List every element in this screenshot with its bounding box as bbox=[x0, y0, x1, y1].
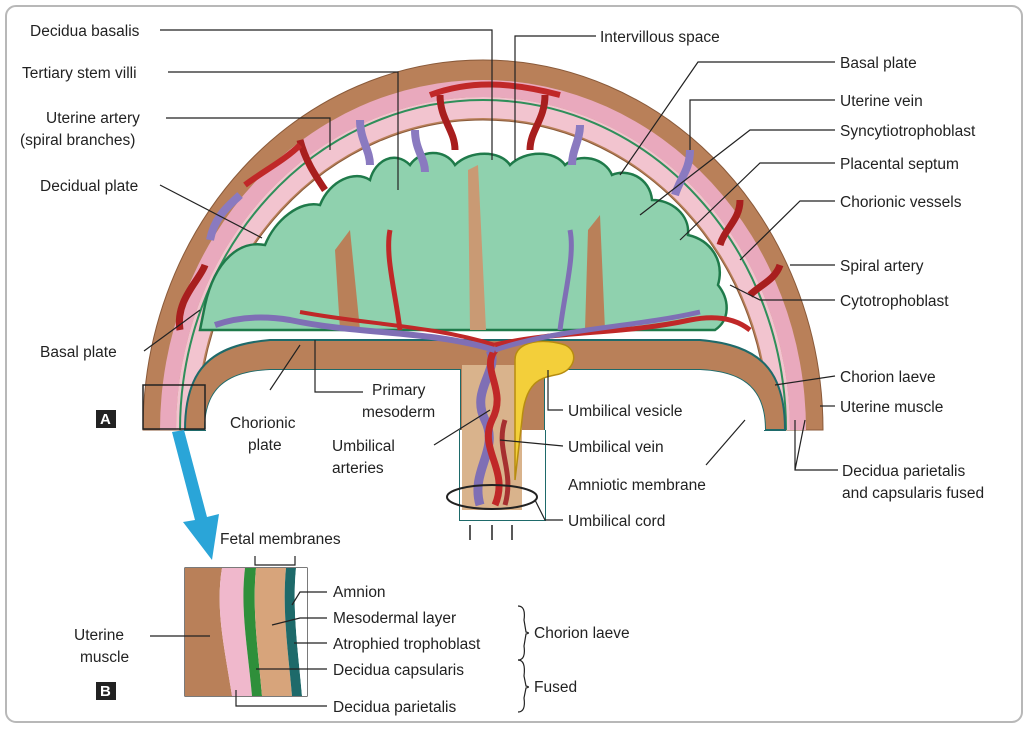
label-chorion-laeve-b: Chorion laeve bbox=[534, 625, 630, 642]
label-basal-plate-left: Basal plate bbox=[40, 344, 117, 361]
label-decidua-capsularis: Decidua capsularis bbox=[333, 662, 464, 679]
label-intervillous-space: Intervillous space bbox=[600, 29, 720, 46]
label-fetal-membranes: Fetal membranes bbox=[220, 531, 341, 548]
label-umbilical-vesicle: Umbilical vesicle bbox=[568, 403, 683, 420]
label-primary-mesoderm-2: mesoderm bbox=[362, 404, 435, 421]
label-syncytiotrophoblast: Syncytiotrophoblast bbox=[840, 123, 976, 140]
panel-b-letter: B bbox=[100, 683, 111, 700]
label-amniotic-membrane: Amniotic membrane bbox=[568, 477, 706, 494]
panel-a-letter: A bbox=[100, 411, 111, 428]
label-primary-mesoderm: Primary bbox=[372, 382, 426, 399]
label-umbilical-cord: Umbilical cord bbox=[568, 513, 665, 530]
label-decidua-basalis: Decidua basalis bbox=[30, 23, 140, 40]
label-amnion: Amnion bbox=[333, 584, 386, 601]
label-mesodermal-layer: Mesodermal layer bbox=[333, 610, 456, 627]
label-umbilical-arteries: Umbilical bbox=[332, 438, 395, 455]
label-chorionic-plate-2: plate bbox=[248, 437, 282, 454]
label-decidua-fused-2: and capsularis fused bbox=[842, 485, 984, 502]
label-uterine-vein: Uterine vein bbox=[840, 93, 923, 110]
label-decidua-fused: Decidua parietalis bbox=[842, 463, 965, 480]
label-atrophied-trophoblast: Atrophied trophoblast bbox=[333, 636, 481, 653]
label-uterine-muscle-b-2: muscle bbox=[80, 649, 129, 666]
label-uterine-artery: Uterine artery bbox=[46, 110, 140, 127]
label-spiral-artery: Spiral artery bbox=[840, 258, 924, 275]
label-cytotrophoblast: Cytotrophoblast bbox=[840, 293, 949, 310]
label-chorionic-plate: Chorionic bbox=[230, 415, 296, 432]
label-decidua-parietalis: Decidua parietalis bbox=[333, 699, 456, 716]
label-uterine-muscle: Uterine muscle bbox=[840, 399, 943, 416]
label-umbilical-vein: Umbilical vein bbox=[568, 439, 664, 456]
label-chorion-laeve: Chorion laeve bbox=[840, 369, 936, 386]
label-chorionic-vessels: Chorionic vessels bbox=[840, 194, 962, 211]
label-tertiary-stem-villi: Tertiary stem villi bbox=[22, 65, 137, 82]
label-decidual-plate: Decidual plate bbox=[40, 178, 138, 195]
fetal-membranes-detail bbox=[185, 568, 307, 696]
label-uterine-artery-sub: (spiral branches) bbox=[20, 132, 135, 149]
label-fused: Fused bbox=[534, 679, 577, 696]
label-umbilical-arteries-2: arteries bbox=[332, 460, 384, 477]
label-uterine-muscle-b: Uterine bbox=[74, 627, 124, 644]
label-basal-plate-right: Basal plate bbox=[840, 55, 917, 72]
label-placental-septum: Placental septum bbox=[840, 156, 959, 173]
